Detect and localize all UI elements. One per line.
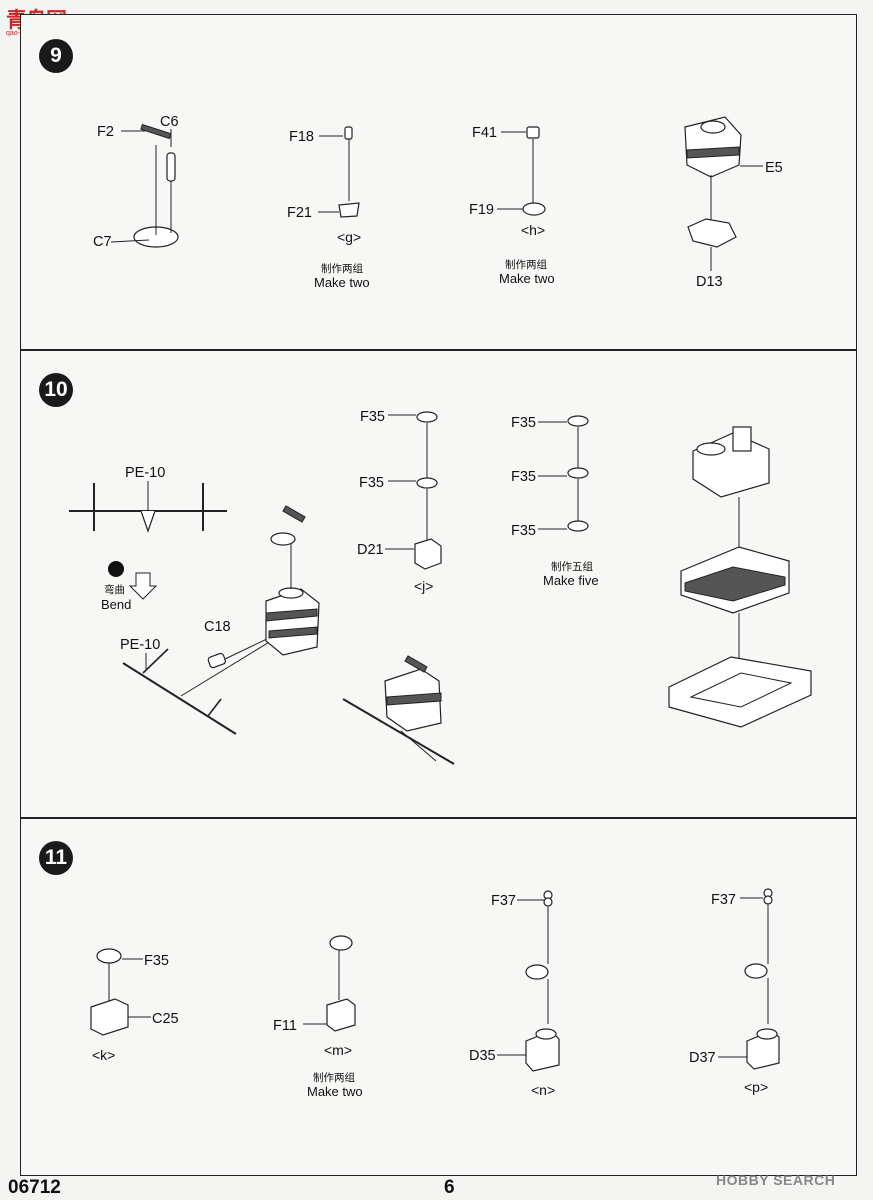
label-d35: D35 <box>469 1048 496 1064</box>
label-f35-b: F35 <box>359 475 384 491</box>
part-n-assembly <box>497 890 560 1072</box>
bend-arrow-icon <box>128 572 158 600</box>
label-k: <k> <box>92 1047 115 1063</box>
part-e5-assembly <box>684 116 763 271</box>
label-h: <h> <box>521 222 545 238</box>
label-f37-a: F37 <box>491 893 516 909</box>
part-p-assembly <box>718 888 780 1070</box>
label-d21: D21 <box>357 542 384 558</box>
part-f35-stack <box>538 415 589 532</box>
note-h-cn: 制作两组 <box>505 258 547 271</box>
label-c6: C6 <box>160 114 179 130</box>
note-g-cn: 制作两组 <box>321 262 363 275</box>
part-g-assembly <box>318 126 360 218</box>
label-f35-e: F35 <box>511 523 536 539</box>
note-m-en: Make two <box>307 1084 363 1099</box>
part-tower-assembled <box>342 655 455 765</box>
label-f35-c: F35 <box>511 415 536 431</box>
part-k-assembly <box>90 948 151 1036</box>
label-d37: D37 <box>689 1050 716 1066</box>
label-j: <j> <box>414 578 433 594</box>
label-m: <m> <box>324 1042 352 1058</box>
label-d13: D13 <box>696 274 723 290</box>
bend-icon <box>108 561 124 577</box>
part-j-assembly <box>385 411 442 570</box>
step-10-panel: 10 PE-10 弯曲 Bend PE-10 C18 <box>20 350 857 818</box>
label-f19: F19 <box>469 202 494 218</box>
kit-number: 06712 <box>8 1177 61 1198</box>
step-number: 11 <box>39 841 73 875</box>
part-pe10-flat <box>69 481 227 533</box>
label-pe10-top: PE-10 <box>125 465 165 481</box>
part-c7-assembly <box>110 123 179 248</box>
part-hull-assembly <box>668 426 812 728</box>
watermark: HOBBY SEARCH <box>716 1172 836 1188</box>
label-f18: F18 <box>289 129 314 145</box>
label-f35-d: F35 <box>511 469 536 485</box>
part-pe10-bent <box>122 640 272 735</box>
note-five-cn: 制作五组 <box>551 560 593 573</box>
label-f2: F2 <box>97 124 114 140</box>
label-f35-a: F35 <box>360 409 385 425</box>
bend-en: Bend <box>101 597 131 612</box>
label-p: <p> <box>744 1079 768 1095</box>
step-11-drawing: F35 C25 <k> F11 <m> 制作两组 Make two F37 D3… <box>90 888 780 1099</box>
label-f37-b: F37 <box>711 892 736 908</box>
step-9-panel: 9 F2 C6 C7 F18 F21 <g> 制作两组 Make two <box>20 14 857 350</box>
page-number: 6 <box>444 1177 455 1198</box>
note-h-en: Make two <box>499 271 555 286</box>
label-pe10-bent: PE-10 <box>120 637 160 653</box>
label-f21: F21 <box>287 205 312 221</box>
step-10-drawing: PE-10 弯曲 Bend PE-10 C18 <box>69 409 812 765</box>
label-f35: F35 <box>144 953 169 969</box>
label-c25: C25 <box>152 1011 179 1027</box>
note-m-cn: 制作两组 <box>313 1071 355 1084</box>
label-g: <g> <box>337 229 361 245</box>
step-11-panel: 11 F35 C25 <k> F11 <m> 制作两组 Make two <box>20 818 857 1176</box>
note-five-en: Make five <box>543 573 599 588</box>
bend-cn: 弯曲 <box>104 583 125 596</box>
part-h-assembly <box>497 126 546 216</box>
label-f41: F41 <box>472 125 497 141</box>
label-c18: C18 <box>204 619 231 635</box>
step-number: 9 <box>39 39 73 73</box>
label-n: <n> <box>531 1082 555 1098</box>
part-m-assembly <box>303 935 356 1032</box>
label-e5: E5 <box>765 160 783 176</box>
label-f11: F11 <box>273 1018 297 1034</box>
label-c7: C7 <box>93 234 112 250</box>
part-bridge-tower <box>265 505 320 656</box>
note-g-en: Make two <box>314 275 370 290</box>
step-9-drawing: F2 C6 C7 F18 F21 <g> 制作两组 Make two F41 F… <box>93 114 783 290</box>
step-number: 10 <box>39 373 73 407</box>
